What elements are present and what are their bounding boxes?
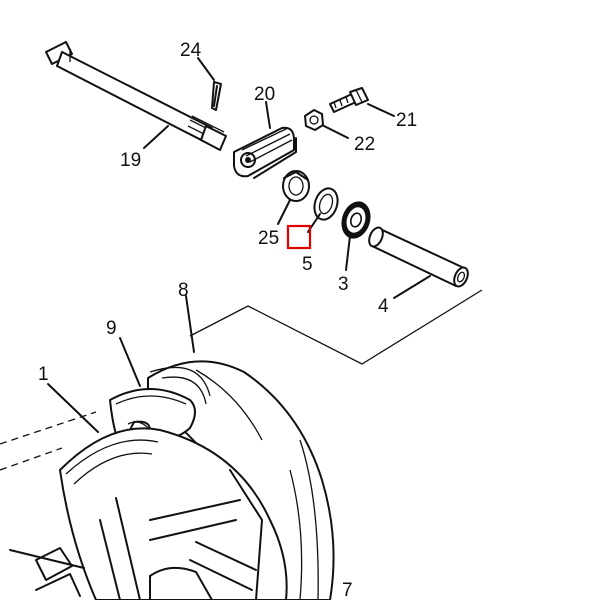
label-oil-seal: 5 bbox=[302, 254, 313, 275]
cotter-pin-part bbox=[211, 81, 222, 111]
label-axle: 19 bbox=[120, 150, 141, 171]
label-bolt: 21 bbox=[396, 110, 417, 131]
spacer-part bbox=[368, 226, 469, 288]
label-spacer: 4 bbox=[378, 296, 389, 317]
label-hub: 7 bbox=[342, 580, 353, 600]
label-cotter-pin: 24 bbox=[180, 40, 202, 61]
bearing-part bbox=[341, 201, 371, 239]
collar-part bbox=[282, 170, 310, 202]
label-wheel: 1 bbox=[38, 364, 49, 385]
wheel-rim-part bbox=[35, 427, 288, 600]
label-rim-strip: 9 bbox=[106, 318, 117, 339]
nut-part bbox=[304, 109, 324, 131]
axle-part bbox=[45, 41, 227, 151]
adjuster-part bbox=[233, 126, 297, 179]
label-adjuster: 20 bbox=[254, 84, 275, 105]
leader-lines bbox=[9, 57, 431, 569]
bolt-part bbox=[329, 87, 369, 113]
highlight-box bbox=[286, 224, 312, 250]
label-tire: 8 bbox=[178, 280, 189, 301]
assembly-lines bbox=[0, 289, 483, 471]
oil-seal-part bbox=[313, 187, 339, 221]
part-labels: 19 24 20 21 22 25 5 3 4 8 9 1 7 bbox=[38, 40, 417, 600]
label-bearing: 3 bbox=[338, 274, 349, 295]
label-collar: 25 bbox=[258, 228, 279, 249]
label-nut: 22 bbox=[354, 134, 375, 155]
